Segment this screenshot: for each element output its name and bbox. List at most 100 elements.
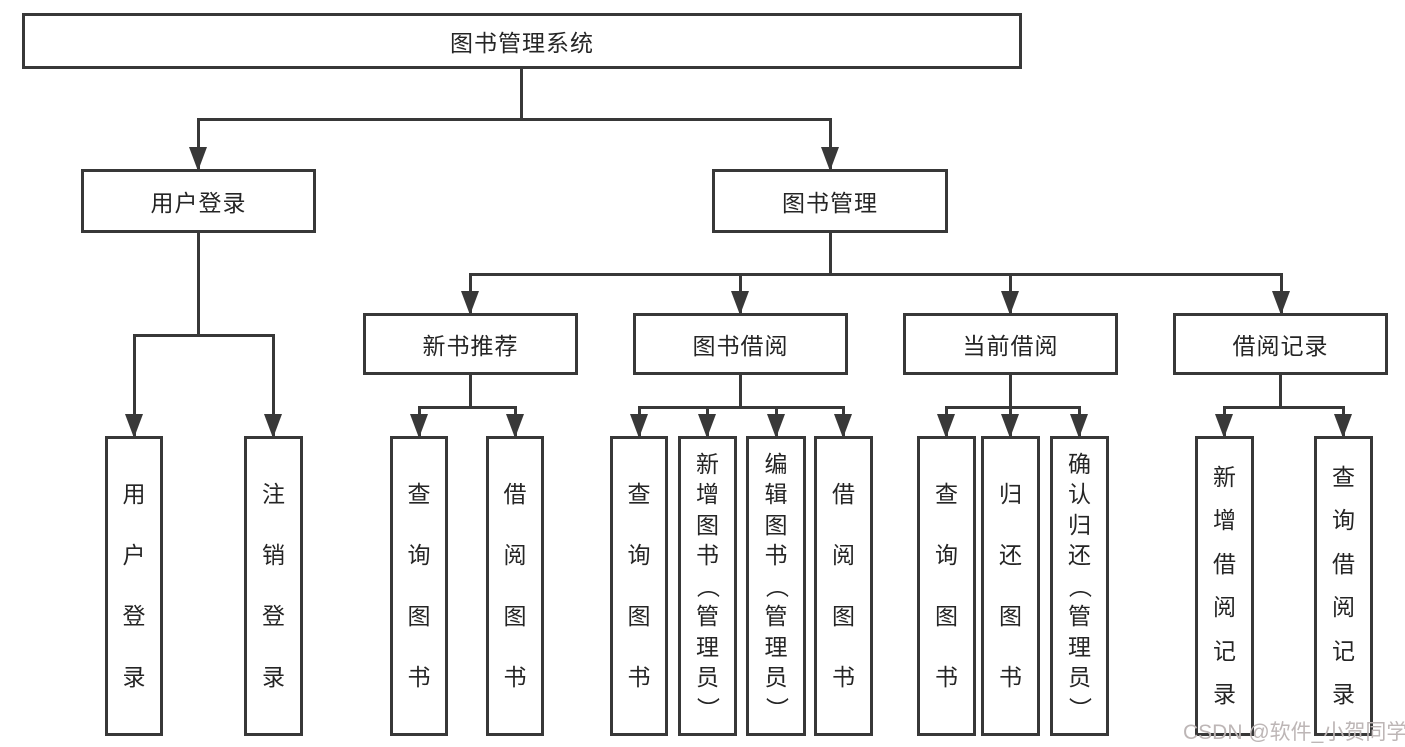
vertical-char: 户 [122,542,146,568]
vertical-char: 书 [696,542,719,568]
arrowhead-icon [698,414,716,438]
connector-line [829,118,832,169]
arrowhead-icon [821,147,839,171]
vertical-char: 图 [935,603,958,629]
vertical-char: 书 [999,664,1022,690]
leaf-add-books-admin: 新增图书（管理员） [678,436,737,736]
vertical-char: 借 [832,481,855,507]
vertical-char: 登 [122,603,146,629]
vertical-char: （ [1067,574,1093,598]
vertical-char: 图 [999,603,1022,629]
node-book-borrowing: 图书借阅 [633,313,848,375]
vertical-char: 归 [999,481,1022,507]
arrowhead-icon [189,147,207,171]
arrowhead-icon [1001,414,1019,438]
vertical-char: 录 [1213,681,1236,708]
node-book-management: 图书管理 [712,169,948,233]
vertical-char: 辑 [764,481,788,507]
vertical-char: 阅 [503,542,527,568]
vertical-char: 询 [407,542,431,568]
vertical-char: 查 [1332,463,1355,490]
arrowhead-icon [125,414,143,438]
vertical-char: 阅 [1332,594,1355,621]
vertical-char: 查 [935,481,958,507]
leaf-query-borrow-record: 查询借阅记录 [1314,436,1373,736]
connector-line [418,406,517,409]
vertical-char: 确 [1068,450,1091,477]
leaf-return-books: 归还图书 [981,436,1040,736]
vertical-char: 员 [696,664,719,690]
vertical-char: 登 [262,603,285,629]
arrowhead-icon [1215,414,1233,438]
leaf-user-login: 用户登录 [105,436,163,736]
vertical-char: 管 [764,603,788,629]
vertical-char: 书 [935,664,958,690]
leaf-add-borrow-record: 新增借阅记录 [1195,436,1254,736]
vertical-char: 图 [503,603,527,629]
arrowhead-icon [264,414,282,438]
vertical-char: 询 [1332,507,1355,534]
vertical-char: 管 [1068,603,1091,629]
vertical-char: 阅 [1213,594,1236,621]
vertical-char: 书 [764,542,788,568]
vertical-char: 归 [1068,511,1091,538]
arrowhead-icon [834,414,852,438]
vertical-char: 注 [262,481,285,507]
connector-line [520,69,523,118]
leaf-borrow-books-recommend: 借阅图书 [486,436,544,736]
connector-line [829,233,832,273]
vertical-char: 理 [696,633,719,660]
arrowhead-icon [1070,414,1088,438]
connector-line [945,406,1081,409]
vertical-char: 书 [832,664,855,690]
leaf-logout: 注销登录 [244,436,303,736]
node-new-book-recommendation: 新书推荐 [363,313,578,375]
vertical-char: ） [763,696,790,720]
arrowhead-icon [1272,291,1290,315]
leaf-confirm-return-admin: 确认归还（管理员） [1050,436,1109,736]
connector-line [739,375,742,406]
arrowhead-icon [461,291,479,315]
vertical-char: 新 [696,450,719,477]
connector-line [133,334,275,337]
vertical-char: 书 [407,664,431,690]
leaf-borrow-books: 借阅图书 [814,436,873,736]
node-current-borrowing: 当前借阅 [903,313,1118,375]
vertical-char: 记 [1332,637,1355,664]
vertical-char: ） [695,696,721,720]
vertical-char: 理 [1068,633,1091,660]
leaf-query-books-borrow: 查询图书 [610,436,668,736]
vertical-char: 增 [1213,507,1236,534]
vertical-char: 图 [764,511,788,538]
vertical-char: 员 [1068,664,1091,690]
arrowhead-icon [767,414,785,438]
vertical-char: 用 [122,481,146,507]
vertical-char: 销 [262,542,285,568]
vertical-char: 还 [1068,542,1091,568]
vertical-char: 记 [1213,637,1236,664]
vertical-char: 询 [935,542,958,568]
arrowhead-icon [630,414,648,438]
vertical-char: 理 [764,633,788,660]
arrowhead-icon [506,414,524,438]
vertical-char: 新 [1213,463,1236,490]
connector-line [469,273,1283,276]
node-user-login: 用户登录 [81,169,316,233]
connector-line [1279,375,1282,406]
vertical-char: （ [695,574,721,598]
vertical-char: 编 [764,450,788,477]
vertical-char: 还 [999,542,1022,568]
connector-line [1223,406,1345,409]
connector-line [272,334,275,436]
vertical-char: 书 [503,664,527,690]
leaf-query-books-current: 查询图书 [917,436,976,736]
connector-line [197,233,200,334]
vertical-char: 图 [696,511,719,538]
connector-line [1009,375,1012,406]
vertical-char: 图 [627,603,651,629]
vertical-char: 认 [1068,481,1091,507]
vertical-char: 借 [1332,550,1355,577]
leaf-query-books-recommend: 查询图书 [390,436,448,736]
vertical-char: 借 [503,481,527,507]
